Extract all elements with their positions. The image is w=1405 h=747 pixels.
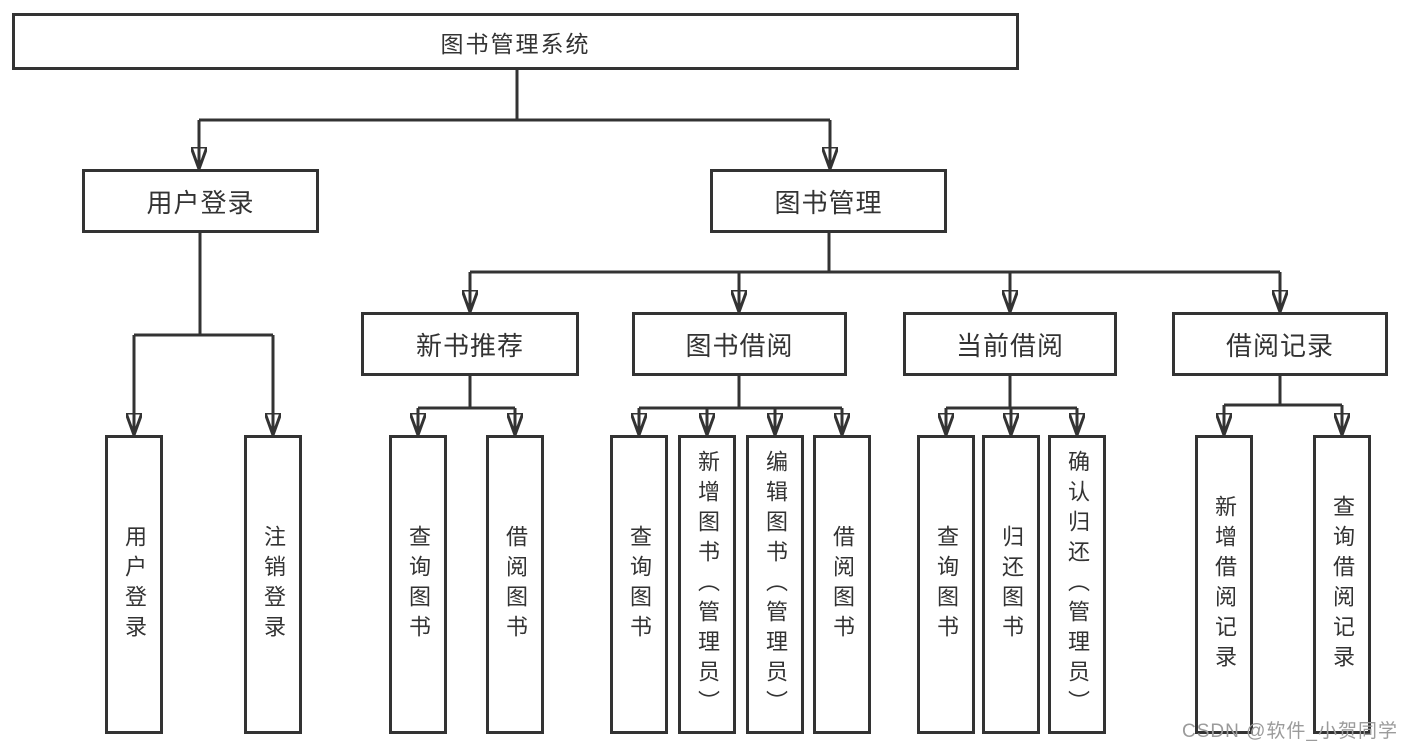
node-new-book-recommend: 新书推荐 [361,312,579,376]
leaf-current-return-books: 归还图书 [982,435,1040,734]
node-label: 用户登录 [146,187,255,218]
leaf-label: 用户登录 [122,524,147,645]
leaf-label: 新增借阅记录 [1212,494,1237,675]
leaf-records-add-borrow-record: 新增借阅记录 [1195,435,1253,734]
leaf-borrowing-edit-books-admin: 编辑图书（管理员） [746,435,804,734]
leaf-label: 借阅图书 [830,524,855,645]
leaf-borrowing-query-books: 查询图书 [610,435,668,734]
leaf-current-query-books: 查询图书 [917,435,975,734]
node-label: 新书推荐 [415,330,524,361]
node-user-login: 用户登录 [82,169,319,233]
leaf-current-confirm-return-admin: 确认归还（管理员） [1048,435,1106,734]
leaf-label: 借阅图书 [503,524,528,645]
node-label: 借阅记录 [1225,330,1334,361]
leaf-label: 归还图书 [999,524,1024,645]
leaf-label: 新增图书（管理员） [695,449,720,720]
leaf-label: 查询图书 [406,524,431,645]
leaf-recommend-borrow-books: 借阅图书 [486,435,544,734]
leaf-borrowing-add-books-admin: 新增图书（管理员） [678,435,736,734]
leaf-label: 确认归还（管理员） [1065,449,1090,720]
node-label: 当前借阅 [955,330,1064,361]
leaf-label: 查询图书 [627,524,652,645]
node-label: 图书借阅 [685,330,794,361]
node-library-management-system: 图书管理系统 [12,13,1019,70]
node-label: 图书管理系统 [440,30,591,57]
leaf-borrowing-borrow-books: 借阅图书 [813,435,871,734]
leaf-label: 注销登录 [261,524,286,645]
node-book-management: 图书管理 [710,169,947,233]
leaf-label: 查询图书 [934,524,959,645]
leaf-records-query-borrow-record: 查询借阅记录 [1313,435,1371,734]
leaf-recommend-query-books: 查询图书 [389,435,447,734]
node-label: 图书管理 [774,187,883,218]
leaf-logout-login: 注销登录 [244,435,302,734]
leaf-user-login: 用户登录 [105,435,163,734]
leaf-label: 查询借阅记录 [1330,494,1355,675]
leaf-label: 编辑图书（管理员） [763,449,788,720]
node-book-borrowing: 图书借阅 [632,312,847,376]
node-borrowing-records: 借阅记录 [1172,312,1388,376]
watermark: CSDN @软件_小贺同学 [1182,721,1398,742]
node-current-borrowing: 当前借阅 [903,312,1117,376]
